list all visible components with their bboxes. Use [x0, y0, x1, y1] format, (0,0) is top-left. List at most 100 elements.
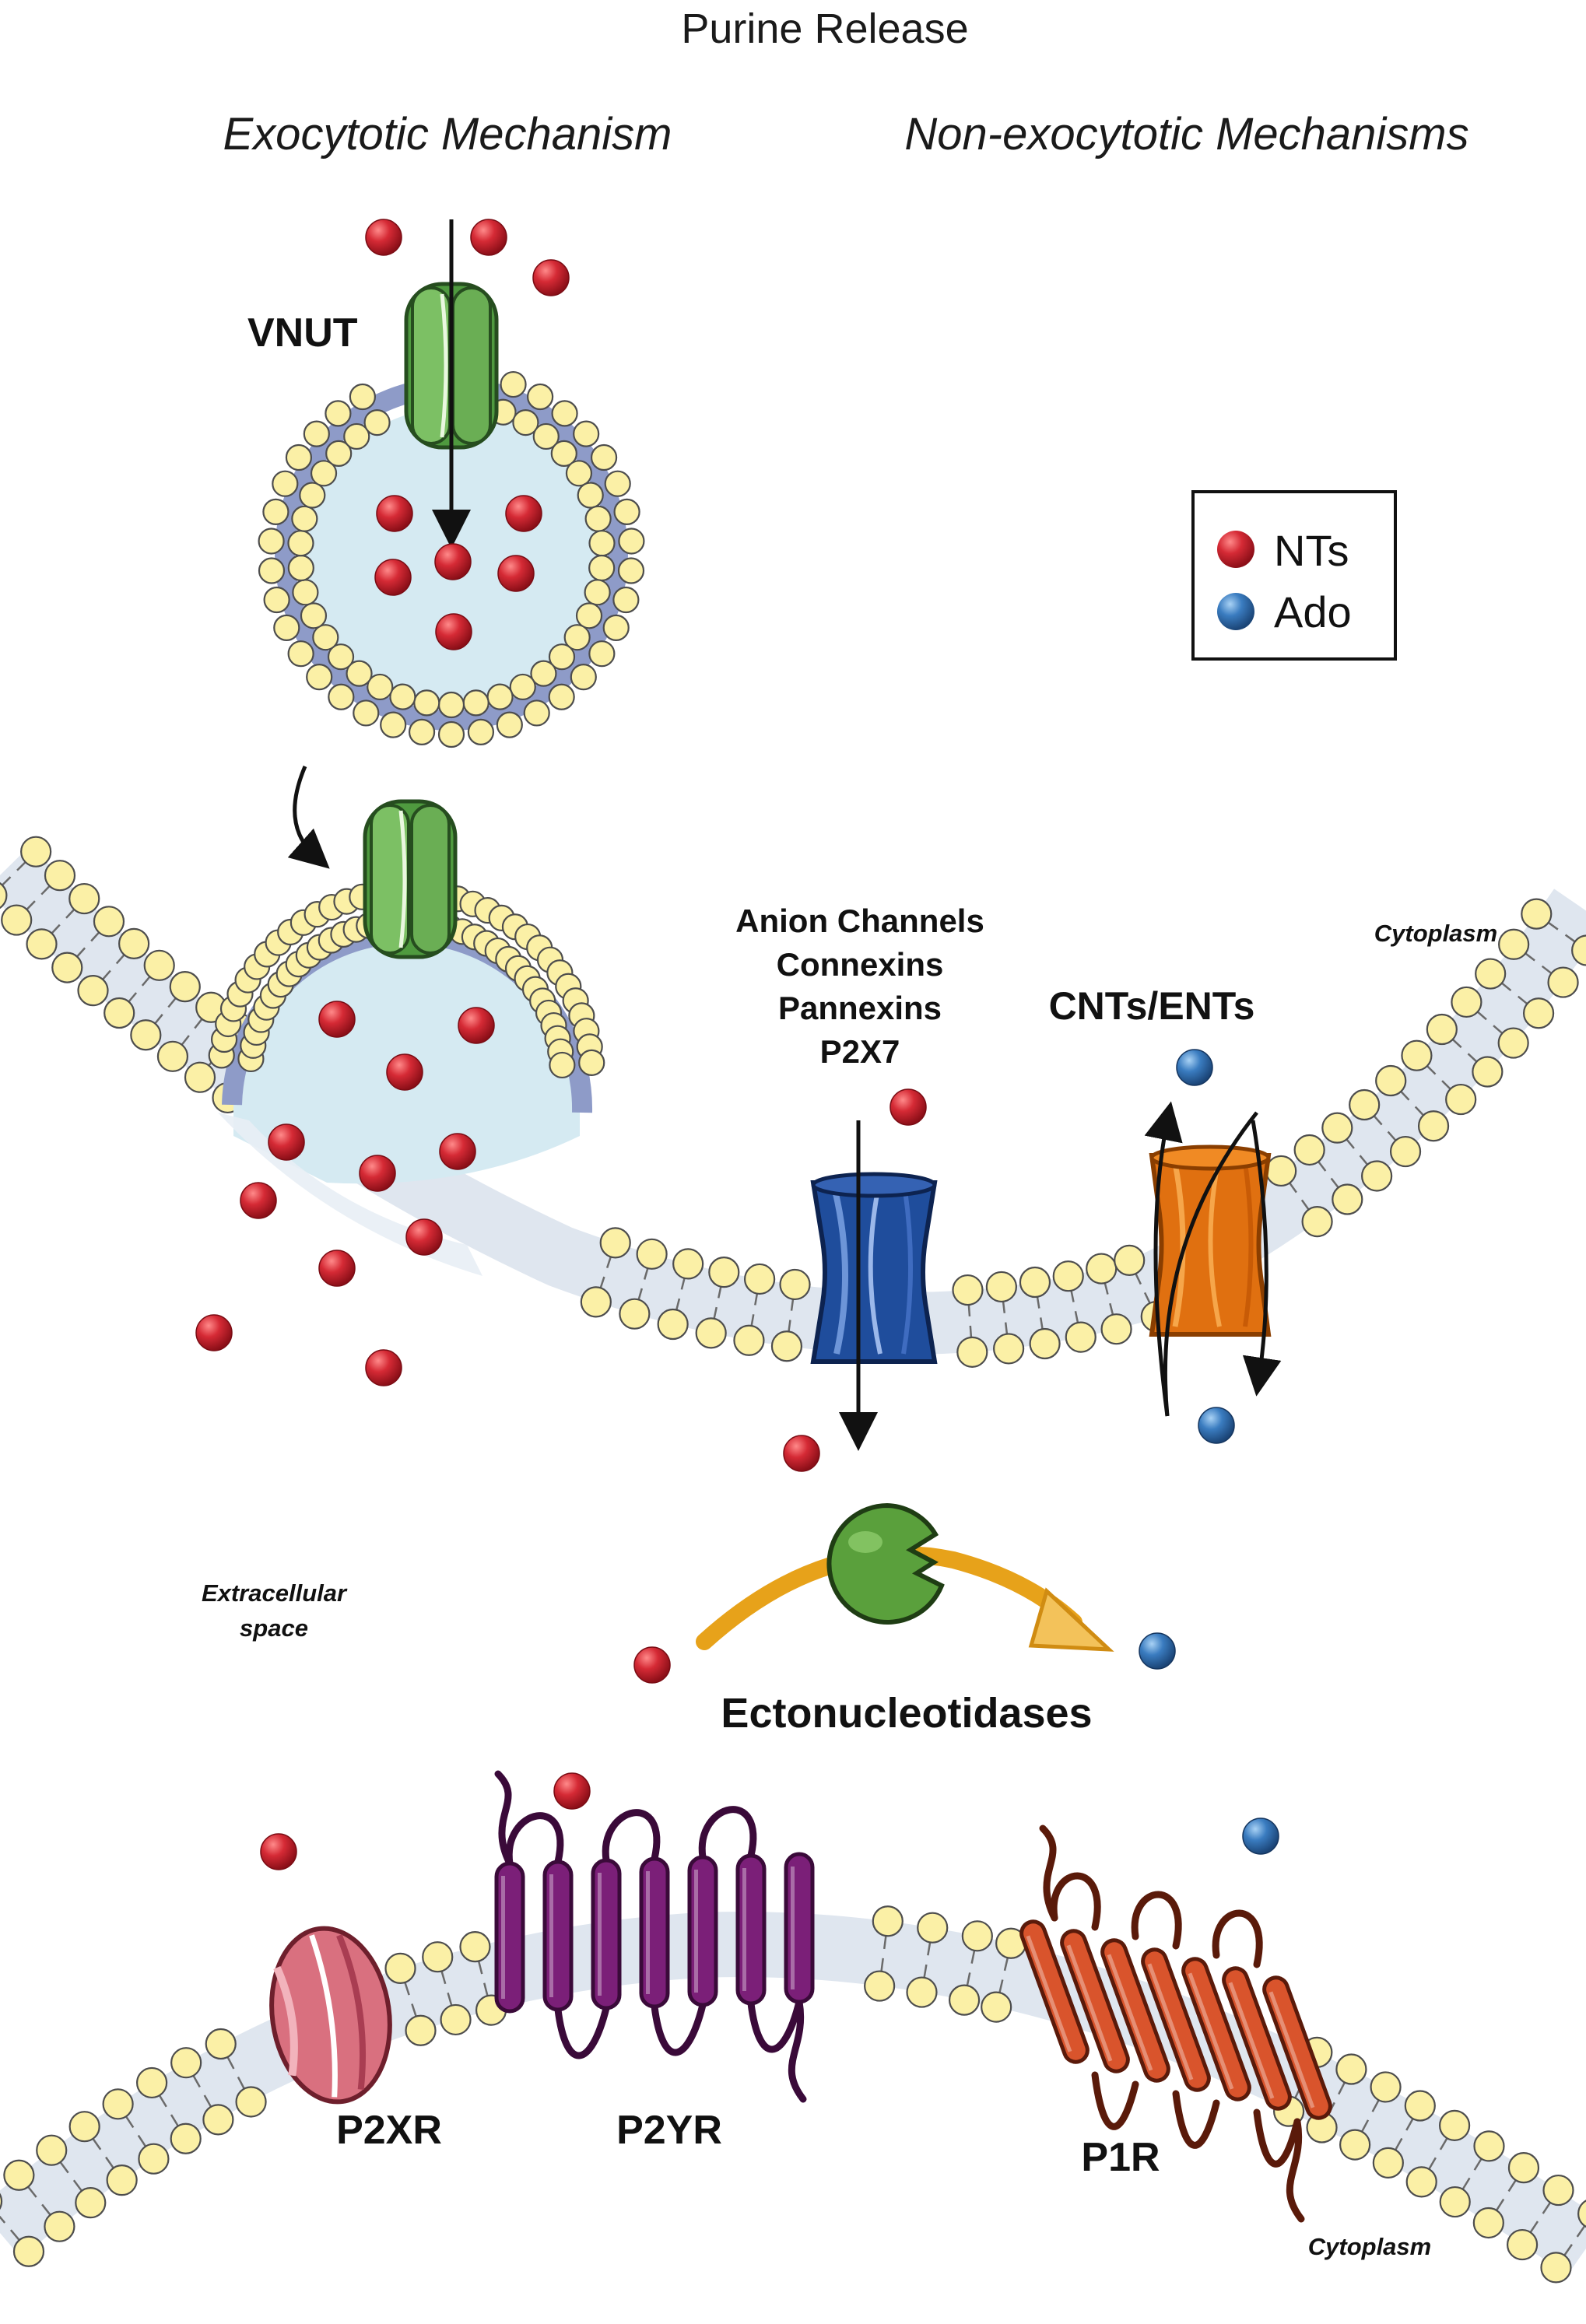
receptor-loop [1212, 1909, 1263, 1968]
lipid-head [184, 1061, 216, 1093]
nucleotide-molecule [359, 1155, 396, 1192]
lipid-head [156, 1040, 189, 1072]
lipid-head [263, 586, 290, 614]
lipid-head [512, 408, 539, 436]
lipid-head [573, 420, 600, 447]
lipid-head [1577, 2200, 1586, 2228]
nucleotide-molecule [374, 559, 412, 596]
lipid-head [588, 530, 616, 557]
lipid-head [1389, 1135, 1422, 1168]
lipid-head [12, 2235, 45, 2267]
nucleotide-molecule [889, 1088, 927, 1126]
receptor-helix [735, 1853, 767, 2006]
receptor-loop [747, 1998, 803, 2053]
lipid-head [917, 1912, 949, 1944]
lipid-head [310, 460, 338, 487]
lipid-head [952, 1274, 984, 1306]
lipid-head [1498, 928, 1530, 960]
lipid-head [565, 460, 593, 487]
ectonucleotidase-conversion-arrow [696, 1546, 1082, 1650]
membrane-core-band [0, 1912, 1586, 2276]
nucleotide-molecule [633, 1646, 671, 1684]
receptor-helix [1019, 1919, 1089, 2064]
nucleotide-molecule [435, 613, 472, 650]
receptor-loop [1091, 2071, 1139, 2130]
lipid-head [981, 1991, 1012, 2023]
lipid-head [590, 443, 618, 471]
receptor-helix [1262, 1975, 1332, 2120]
receptor-loop [698, 1806, 757, 1861]
lipid-head [26, 928, 58, 960]
receptor-helix [494, 1861, 525, 2014]
lipid-head [1114, 1244, 1146, 1276]
lipid-head [550, 440, 577, 467]
bottom-cell-membrane [0, 1905, 1586, 2284]
receptor-helix-highlight [1147, 1963, 1194, 2080]
lipid-head [744, 1263, 776, 1295]
lipid-head [636, 1238, 668, 1270]
lipid-head [170, 2047, 202, 2079]
lipid-head [1335, 2053, 1367, 2085]
lipid-head [1052, 1260, 1084, 1292]
lipid-head [1404, 2090, 1436, 2122]
lipid-head [367, 673, 394, 701]
nucleotide-molecule [458, 1007, 495, 1044]
lipid-head [570, 663, 597, 691]
lipid-head [548, 683, 575, 710]
p2yr-label: P2YR [616, 2108, 722, 2153]
lipid-head [1475, 958, 1507, 990]
subtitle-exocytotic: Exocytotic Mechanism [223, 109, 672, 159]
region-extracellular-line2: space [240, 1614, 308, 1642]
lipid-head [459, 1931, 491, 1963]
lipid-head [1370, 2071, 1402, 2103]
lipid-head [1293, 1134, 1325, 1166]
ectonucleotidase-enzyme [826, 1502, 945, 1625]
receptor-helix-highlight [1026, 1935, 1072, 2052]
lipid-head [1445, 1083, 1477, 1116]
lipid-head [467, 718, 495, 745]
lipid-head [530, 660, 557, 687]
lipid-head [437, 720, 465, 748]
lipid-head [588, 554, 616, 582]
diagram-title: Purine Release [681, 5, 968, 52]
lipid-head [306, 663, 333, 691]
legend-ado-marker [1217, 593, 1254, 630]
lipid-head [551, 400, 578, 427]
receptor-helix [542, 1860, 574, 2012]
adenosine-molecule [1198, 1407, 1235, 1444]
lipid-head [486, 683, 514, 710]
p1r-label: P1R [1081, 2135, 1160, 2180]
lipid-head [68, 882, 100, 915]
lipid-head [1405, 2166, 1437, 2198]
lipid-head [437, 691, 465, 719]
lipid-head [619, 1298, 651, 1330]
receptor-n-terminus [1039, 1824, 1058, 1922]
legend-ado-label: Ado [1274, 587, 1352, 636]
nucleotide-molecule [470, 219, 507, 256]
receptor-helix-highlight [1107, 1954, 1153, 2071]
lipid-head [584, 505, 612, 532]
receptor-helix-highlight [1228, 1982, 1275, 2099]
lipid-head [1472, 1056, 1504, 1088]
nucleotide-molecule [439, 1133, 476, 1170]
lipid-head [584, 579, 611, 606]
lipid-head [1301, 1205, 1333, 1238]
lipid-head [287, 530, 314, 557]
lipid-head [300, 602, 328, 629]
lipid-head [864, 1970, 896, 2002]
lipid-head [170, 2122, 202, 2154]
lipid-head [102, 2088, 134, 2120]
lipid-head [325, 440, 353, 467]
lipid-head [389, 683, 416, 710]
lipid-head [384, 1952, 416, 1984]
lipid-head [1497, 1027, 1529, 1059]
lipid-head [325, 400, 352, 427]
lipid-head [779, 1268, 811, 1301]
lipid-head [413, 689, 440, 717]
lipid-head [1019, 1266, 1051, 1299]
lipid-head [0, 2193, 3, 2210]
lipid-head [440, 2003, 472, 2036]
vesicle-transition-arrow [287, 766, 330, 869]
receptor-helix [1222, 1966, 1292, 2111]
